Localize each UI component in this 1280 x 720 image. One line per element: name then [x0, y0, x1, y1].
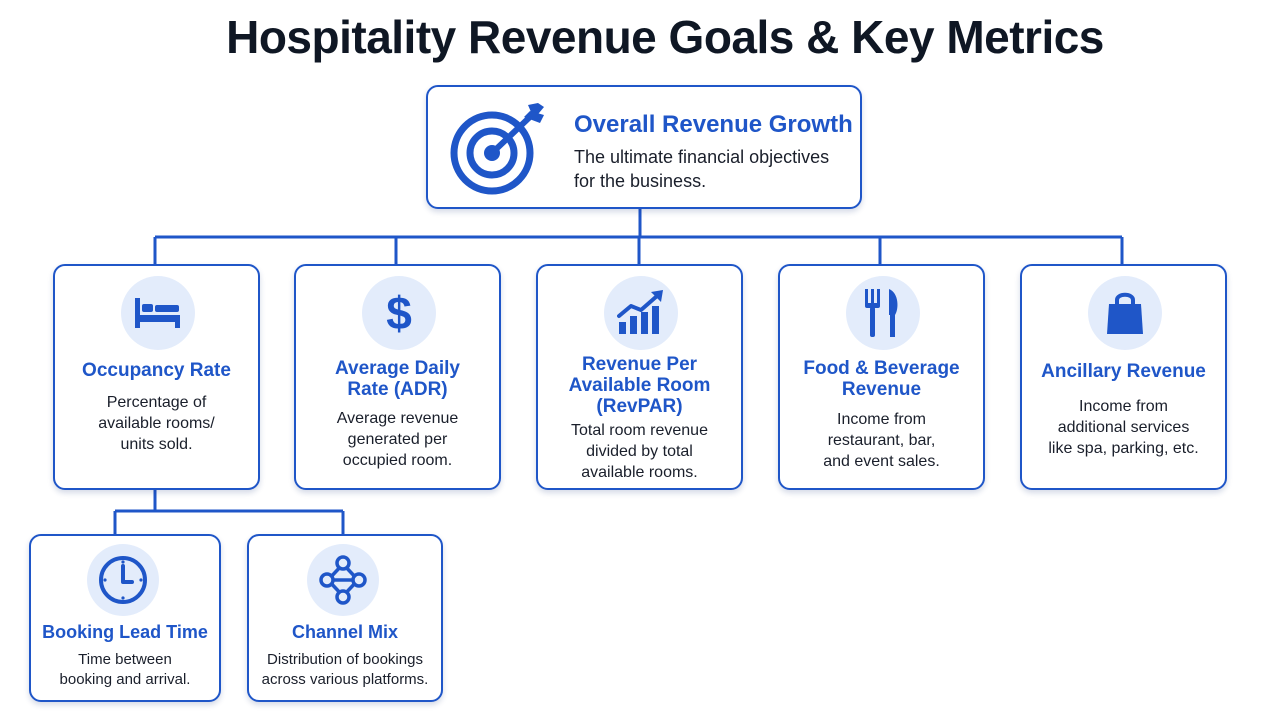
ancillary-revenue-card: Ancillary Revenue Income from additional… [1020, 264, 1227, 490]
card-title: Channel Mix [291, 622, 398, 642]
root-connector [153, 209, 1124, 264]
card-title: Ancillary Revenue [1041, 361, 1206, 382]
clock-icon [87, 544, 159, 616]
channel-mix-card: Channel Mix Distribution of bookings acr… [247, 534, 443, 702]
shopping-bag-icon [1088, 276, 1162, 350]
card-description: Distribution of bookings across various … [261, 651, 429, 688]
occupancy-rate-card: Occupancy Rate Percentage of available r… [53, 264, 260, 490]
page-title: Hospitality Revenue Goals & Key Metrics [226, 11, 1104, 63]
card-description: Total room revenue divided by total avai… [571, 422, 708, 481]
card-description: Income from restaurant, bar, and event s… [823, 411, 940, 470]
target-icon [448, 103, 546, 195]
card-title: Food & Beverage Revenue [803, 358, 960, 400]
card-title: Revenue Per Available Room (RevPAR) [568, 354, 711, 417]
card-title: Booking Lead Time [42, 622, 208, 642]
card-title: Overall Revenue Growth [574, 111, 853, 138]
card-description: Time between booking and arrival. [59, 651, 191, 688]
growth-chart-icon [604, 276, 678, 350]
overall-revenue-growth-card: Overall Revenue Growth The ultimate fina… [426, 85, 862, 209]
occupancy-connector [113, 490, 345, 534]
card-description: Percentage of available rooms/ units sol… [98, 394, 215, 453]
fork-knife-icon [846, 276, 920, 350]
card-title: Average Daily Rate (ADR) [335, 358, 460, 400]
card-description: Income from additional services like spa… [1048, 398, 1199, 457]
food-beverage-revenue-card: Food & Beverage Revenue Income from rest… [778, 264, 985, 490]
bed-icon [121, 276, 195, 350]
revpar-card: Revenue Per Available Room (RevPAR) Tota… [536, 264, 743, 490]
network-icon [307, 544, 379, 616]
dollar-icon: $ [362, 276, 436, 350]
card-description: Average revenue generated per occupied r… [336, 410, 459, 469]
booking-lead-time-card: Booking Lead Time Time between booking a… [29, 534, 221, 702]
average-daily-rate-card: $ Average Daily Rate (ADR) Average reven… [294, 264, 501, 490]
card-description: The ultimate financial objectives for th… [574, 147, 830, 191]
card-title: Occupancy Rate [82, 360, 231, 381]
